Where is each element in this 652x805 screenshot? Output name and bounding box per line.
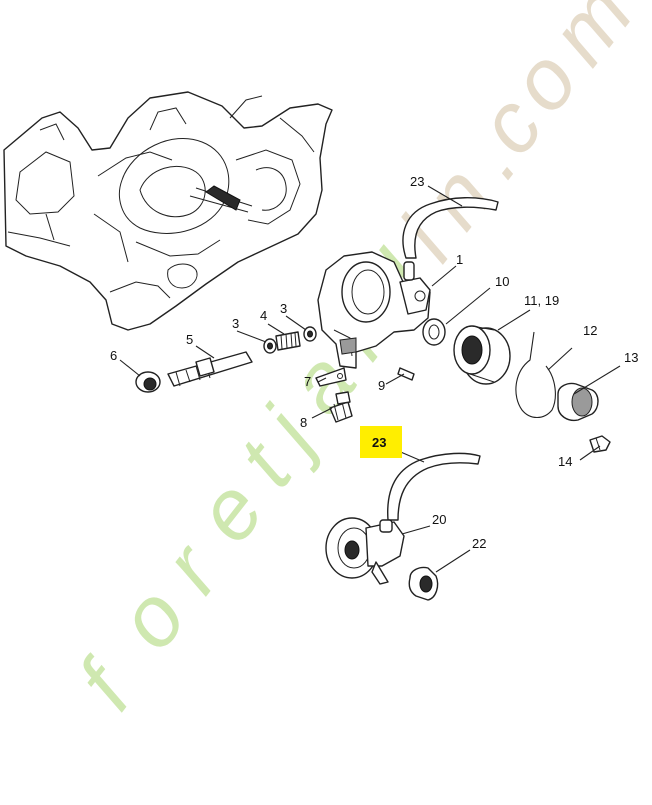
washer-3-right	[303, 326, 317, 342]
callout-labels: 1 10 11, 19 12 13 14 3 4 3 5 6 7 8 9 23 …	[110, 174, 638, 551]
callout-5: 5	[186, 332, 193, 347]
washer-3-left	[263, 338, 277, 354]
wm-f: f	[59, 642, 154, 726]
leader-lines	[119, 185, 621, 573]
pin-9	[397, 367, 415, 381]
callout-6: 6	[110, 348, 117, 363]
callout-20: 20	[432, 512, 446, 527]
callout-9: 9	[378, 378, 385, 393]
plate-7	[315, 367, 347, 387]
shaft-5	[167, 351, 253, 387]
spring-4	[275, 331, 301, 351]
worm-gear-11-19	[453, 325, 511, 385]
callout-23-upper: 23	[410, 174, 424, 189]
callout-14: 14	[558, 454, 572, 469]
callout-1: 1	[456, 252, 463, 267]
spring-clip-12	[515, 331, 556, 419]
crankcase-housing	[3, 91, 333, 331]
nut-6	[135, 371, 161, 393]
highlight-box	[360, 426, 402, 458]
oil-pump-body	[317, 251, 431, 369]
bushing-13	[557, 382, 599, 422]
washer-10	[422, 318, 446, 346]
callout-12: 12	[583, 323, 597, 338]
callout-10: 10	[495, 274, 509, 289]
callout-8: 8	[300, 415, 307, 430]
callout-3-right: 3	[280, 301, 287, 316]
callout-13: 13	[624, 350, 638, 365]
cap-22	[408, 566, 439, 601]
hose-upper	[402, 197, 499, 259]
hose-lower	[387, 452, 481, 521]
callout-22: 22	[472, 536, 486, 551]
valve-8	[329, 391, 353, 423]
callout-7: 7	[304, 374, 311, 389]
callout-3-left: 3	[232, 316, 239, 331]
oil-pump-20	[325, 517, 405, 585]
screw-14	[589, 435, 611, 453]
callout-23-highlighted: 23	[372, 435, 386, 450]
callout-4: 4	[260, 308, 267, 323]
callout-11-19: 11, 19	[524, 293, 559, 308]
